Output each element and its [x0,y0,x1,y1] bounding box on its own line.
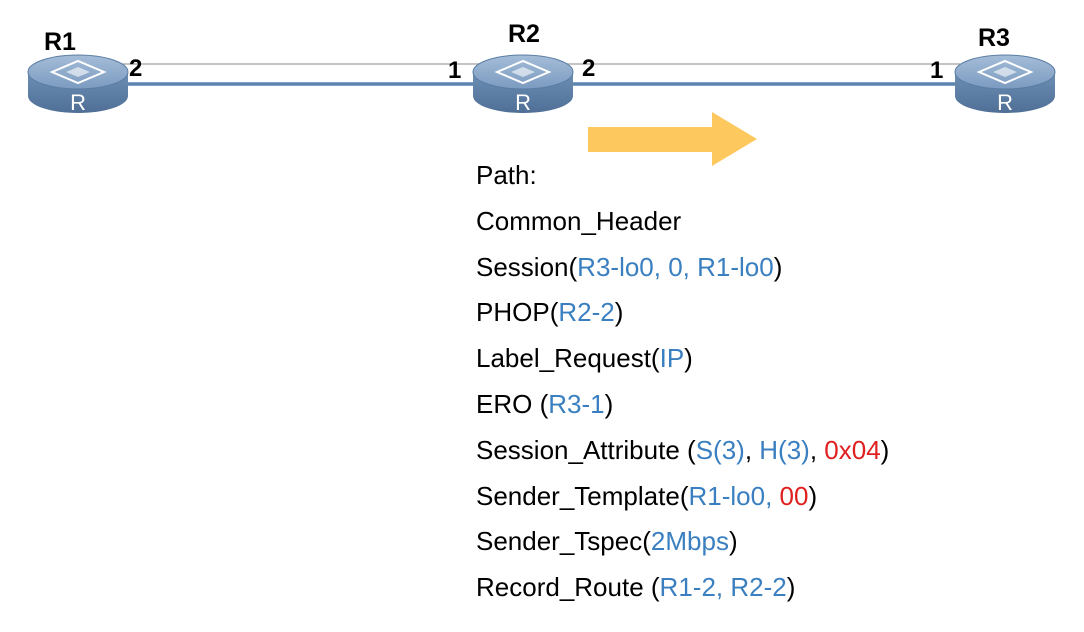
object-value: H(3) [759,434,810,465]
path-object-session-attribute: Session_Attribute (S(3), H(3), 0x04) [476,428,889,474]
router-icon [49,59,107,85]
link-r2-r3 [565,63,960,86]
close-paren: ) [880,434,890,465]
object-value: IP [659,343,685,374]
right-arrow-icon [588,112,757,166]
link-r1-r2 [120,63,480,86]
object-name: PHOP [476,297,550,328]
open-paren: ( [643,572,660,603]
close-paren: ) [808,480,818,511]
router-letter: R [997,90,1013,115]
object-value: 2Mbps [650,526,729,557]
open-paren: ( [679,480,689,511]
path-object-common-header: Common_Header [476,199,889,245]
object-value: R1-2, R2-2 [659,572,787,603]
open-paren: ( [642,526,651,557]
close-paren: ) [614,297,624,328]
object-name: Session [476,251,569,282]
object-name: Sender_Template [476,480,680,511]
object-value: S(3) [695,434,745,465]
object-value: , [744,434,760,465]
object-value: 0x04 [824,434,881,465]
router-name-r1: R1 [44,28,76,56]
path-object-session: Session(R3-lo0, 0, R1-lo0) [476,245,889,291]
object-name: Common_Header [476,205,682,236]
router-icon [494,59,552,85]
open-paren: ( [568,251,578,282]
router-letter: R [515,90,531,115]
object-name: Record_Route [476,572,644,603]
object-value: , [809,434,825,465]
path-object-record-route: Record_Route (R1-2, R2-2) [476,565,889,611]
object-value: R3-1 [548,388,605,419]
object-name: Session_Attribute [476,434,680,465]
close-paren: ) [728,526,738,557]
open-paren: ( [549,297,559,328]
path-object-label-request: Label_Request(IP) [476,336,889,382]
object-name: ERO [476,388,533,419]
path-object-sender-template: Sender_Template(R1-lo0, 00) [476,474,889,520]
close-paren: ) [773,251,783,282]
object-value: 00 [779,480,809,511]
path-object-ero: ERO (R3-1) [476,382,889,428]
object-value: R1-lo0, [688,480,780,511]
open-paren: ( [532,388,549,419]
object-name: Sender_Tspec [476,526,643,557]
object-value: R2-2 [558,297,615,328]
close-paren: ) [684,343,693,374]
router-r2[interactable]: R [472,54,574,115]
router-r3[interactable]: R [954,54,1056,115]
port-label-r1-2: 2 [129,55,142,82]
path-object-phop: PHOP(R2-2) [476,290,889,336]
port-label-r3-1: 1 [930,57,943,84]
port-label-r2-1: 1 [448,57,461,84]
router-r1[interactable]: R [27,54,129,115]
object-value: R3-lo0, 0, R1-lo0 [577,251,774,282]
router-name-r2: R2 [508,20,540,48]
path-message-title: Path: [476,160,537,190]
router-letter: R [70,90,86,115]
open-paren: ( [679,434,696,465]
close-paren: ) [604,388,614,419]
close-paren: ) [786,572,796,603]
object-name: Label_Request [476,343,651,374]
router-icon [976,59,1034,85]
router-name-r3: R3 [978,24,1010,52]
open-paren: ( [650,343,660,374]
port-label-r2-2: 2 [582,55,595,82]
path-object-sender-tspec: Sender_Tspec(2Mbps) [476,519,889,565]
